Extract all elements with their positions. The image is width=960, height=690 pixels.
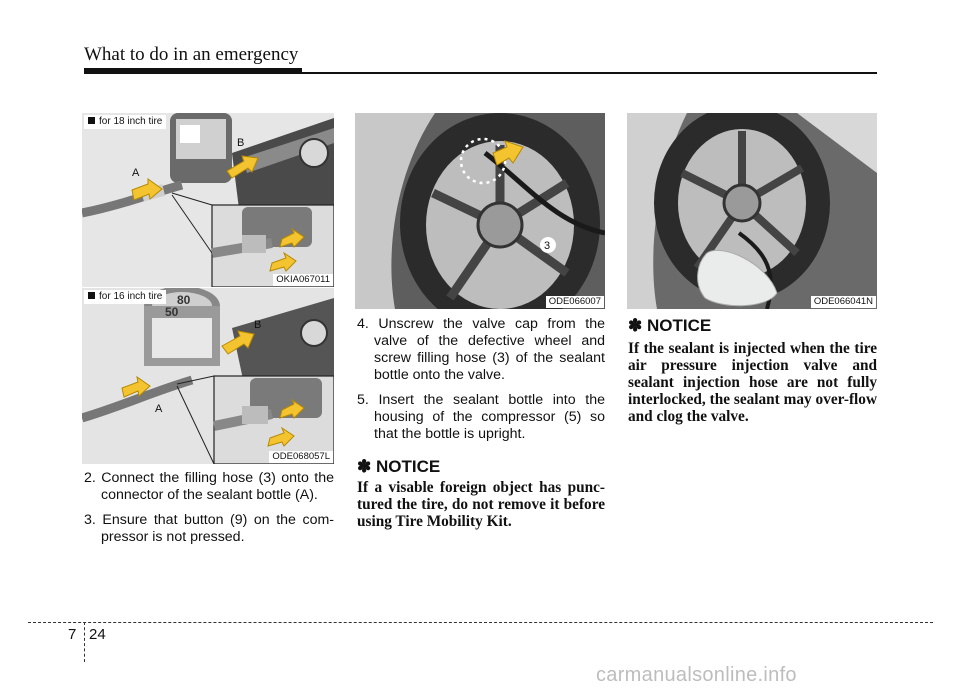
page-chapter-number: 7 bbox=[68, 626, 77, 643]
figure-18-tag-text: for 18 inch tire bbox=[99, 116, 163, 127]
figure-sealant-overflow: ODE066041N bbox=[627, 113, 877, 309]
figure-16-tag: for 16 inch tire bbox=[84, 290, 167, 304]
page-number: 24 bbox=[89, 626, 106, 643]
figure-18-label-b: B bbox=[237, 137, 244, 149]
figure-valve-illustration: 3 bbox=[355, 113, 605, 309]
figure-18-inch-connection: A B for 18 inch tire OKIA067011 bbox=[82, 113, 334, 287]
steps-left-list: 2. Connect the filling hose (3) onto the… bbox=[84, 470, 334, 554]
notice-mid-heading: ✽ NOTICE bbox=[357, 457, 441, 476]
figure-overflow-illustration bbox=[627, 113, 877, 309]
figure-16-tag-text: for 16 inch tire bbox=[99, 291, 163, 302]
watermark: carmanualsonline.info bbox=[596, 664, 797, 686]
notice-right-heading: ✽ NOTICE bbox=[628, 316, 712, 335]
figure-16-label-b: B bbox=[254, 319, 261, 331]
figure-18-inch-illustration: A B bbox=[82, 113, 334, 287]
figure-16-label-a: A bbox=[155, 403, 163, 415]
square-bullet-icon bbox=[88, 292, 95, 299]
square-bullet-icon bbox=[88, 117, 95, 124]
figure-valve-connection: 3 ODE066007 bbox=[355, 113, 605, 309]
page-header-title: What to do in an emergency bbox=[84, 44, 299, 65]
figure-18-tag: for 18 inch tire bbox=[84, 115, 167, 129]
figure-18-code: OKIA067011 bbox=[273, 274, 333, 286]
footer-dashed-rule bbox=[28, 622, 933, 623]
dial-label-80: 80 bbox=[177, 293, 191, 307]
figure-valve-label-3: 3 bbox=[544, 240, 550, 252]
header-rule-thin bbox=[84, 72, 877, 74]
step-4: 4. Unscrew the valve cap from the valve … bbox=[357, 316, 605, 383]
step-5: 5. Insert the sealant bottle into the ho… bbox=[357, 392, 605, 442]
figure-16-inch-illustration: 80 50 A B bbox=[82, 288, 334, 464]
figure-16-code: ODE068057L bbox=[269, 451, 333, 463]
notice-right-body: If the sealant is injected when the tire… bbox=[628, 340, 877, 425]
figure-18-label-a: A bbox=[132, 167, 140, 179]
step-3: 3. Ensure that button (9) on the com-pre… bbox=[84, 512, 334, 545]
header-rule-thick bbox=[84, 68, 302, 73]
steps-mid-list: 4. Unscrew the valve cap from the valve … bbox=[357, 316, 605, 451]
footer-vertical-dashed-rule bbox=[84, 622, 85, 662]
step-2: 2. Connect the filling hose (3) onto the… bbox=[84, 470, 334, 503]
notice-mid-body: If a visable foreign object has punc-tur… bbox=[357, 479, 605, 530]
figure-16-inch-connection: 80 50 A B for 16 inch tire ODE068057L bbox=[82, 288, 334, 464]
figure-overflow-code: ODE066041N bbox=[810, 296, 876, 308]
figure-valve-code: ODE066007 bbox=[545, 296, 604, 308]
dial-label-50: 50 bbox=[165, 305, 179, 319]
